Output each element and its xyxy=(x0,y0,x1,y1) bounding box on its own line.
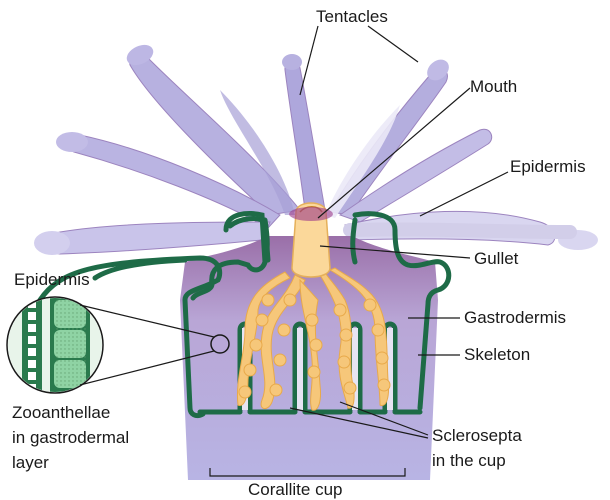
label-gullet: Gullet xyxy=(474,249,519,268)
septum-fill xyxy=(297,328,303,410)
tentacle-tip xyxy=(34,231,70,255)
label-epidermis-right: Epidermis xyxy=(510,157,586,176)
gullet xyxy=(289,203,333,277)
label-corallite-cup: Corallite cup xyxy=(248,480,343,499)
label-zooxanthellae-2: in gastrodermal xyxy=(12,428,129,447)
mouth-rim xyxy=(289,207,333,221)
label-sclerosepta: Sclerosepta xyxy=(432,426,522,445)
label-mouth: Mouth xyxy=(470,77,517,96)
label-zooxanthellae: Zooanthellae xyxy=(12,403,110,422)
label-gastrodermis: Gastrodermis xyxy=(464,308,566,327)
tentacle-tip xyxy=(282,54,302,70)
label-tentacles: Tentacles xyxy=(316,7,388,26)
label-skeleton: Skeleton xyxy=(464,345,530,364)
tentacle-tip xyxy=(56,132,88,152)
label-zooxanthellae-3: layer xyxy=(12,453,49,472)
label-epidermis-left: Epidermis xyxy=(14,270,90,289)
label-sclerosepta-2: in the cup xyxy=(432,451,506,470)
tentacle xyxy=(285,61,325,210)
tentacle xyxy=(350,229,570,232)
